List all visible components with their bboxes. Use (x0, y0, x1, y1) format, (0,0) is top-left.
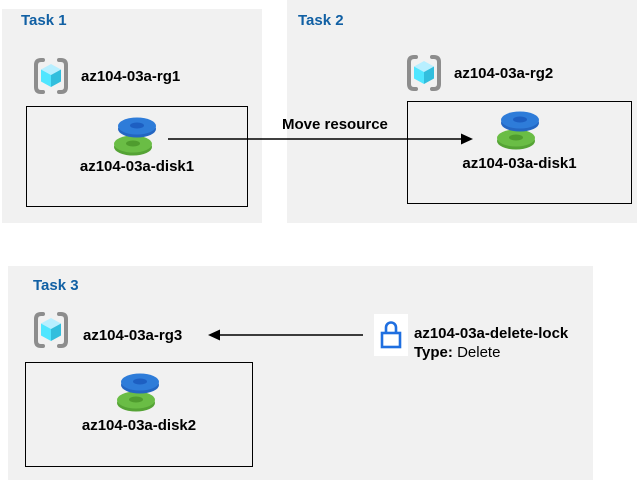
disk-blue-layer (118, 117, 156, 138)
task2-resource-label: az104-03a-disk1 (462, 155, 577, 172)
lock-type-value: Delete (457, 344, 501, 361)
task3-panel (8, 266, 593, 480)
move-resource-label: Move resource (282, 116, 388, 133)
task1-panel (2, 9, 262, 223)
task2-resource-box (407, 101, 632, 204)
task3-resource-label: az104-03a-disk2 (81, 417, 197, 434)
resource-group-icon (34, 312, 68, 348)
disk-green-layer (497, 129, 535, 150)
disk-green-layer (117, 391, 155, 412)
disk-blue-layer (501, 111, 539, 132)
task3-resource-box (25, 362, 253, 467)
disk-green-layer (114, 135, 152, 156)
lock-name-label: az104-03a-delete-lock (414, 325, 569, 342)
task1-resource-group-label: az104-03a-rg1 (81, 68, 181, 85)
resource-group-icon (34, 58, 68, 94)
lock-icon (380, 321, 402, 349)
disk-icon (117, 373, 159, 412)
task2-title: Task 2 (298, 12, 344, 29)
task3-resource-group-label: az104-03a-rg3 (83, 327, 183, 344)
disk-blue-layer (121, 373, 159, 394)
task1-title: Task 1 (21, 12, 67, 29)
lock-type-key: Type: (414, 344, 453, 361)
disk-icon (114, 117, 156, 156)
task1-resource-box (26, 106, 248, 207)
disk-icon (497, 111, 539, 150)
task3-title: Task 3 (33, 277, 79, 294)
task2-panel (287, 0, 637, 223)
lock-icon-background (374, 314, 408, 356)
task1-resource-label: az104-03a-disk1 (79, 158, 195, 175)
lock-type-label: Type: Delete (414, 344, 500, 361)
resource-group-icon (407, 55, 441, 91)
task2-resource-group-label: az104-03a-rg2 (454, 65, 554, 82)
